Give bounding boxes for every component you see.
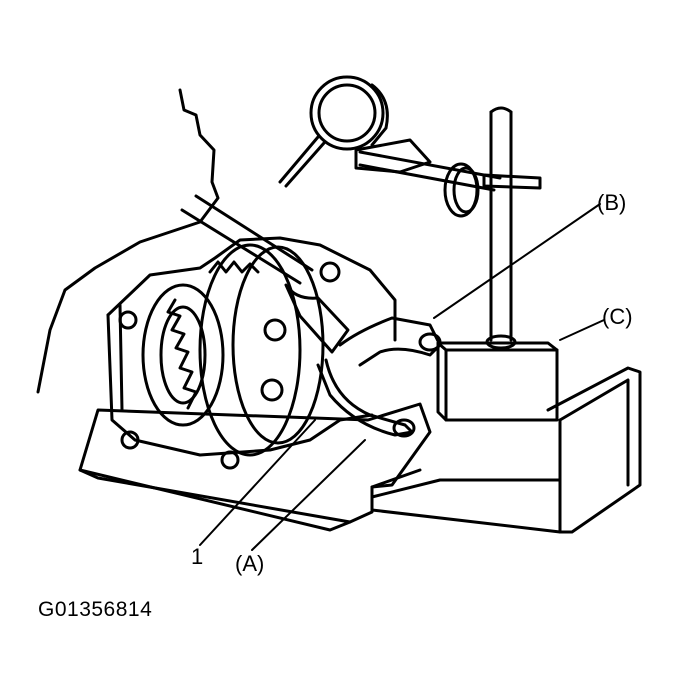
base-plate bbox=[78, 402, 432, 532]
dial-indicator bbox=[278, 75, 432, 188]
ring-gear-teeth bbox=[166, 260, 260, 410]
leader-lines bbox=[199, 203, 605, 551]
label-c: (C) bbox=[602, 304, 633, 329]
hand-outline bbox=[36, 88, 220, 394]
differential-case bbox=[106, 236, 397, 470]
label-part-1: 1 bbox=[191, 544, 204, 569]
angle-bracket bbox=[370, 366, 642, 534]
label-b: (B) bbox=[597, 190, 627, 215]
label-a: (A) bbox=[235, 551, 265, 576]
magnetic-base-block bbox=[436, 341, 559, 422]
pinion-yoke-clamp bbox=[316, 316, 442, 438]
stand-rod bbox=[482, 106, 542, 350]
figure-code: G01356814 bbox=[38, 598, 153, 621]
